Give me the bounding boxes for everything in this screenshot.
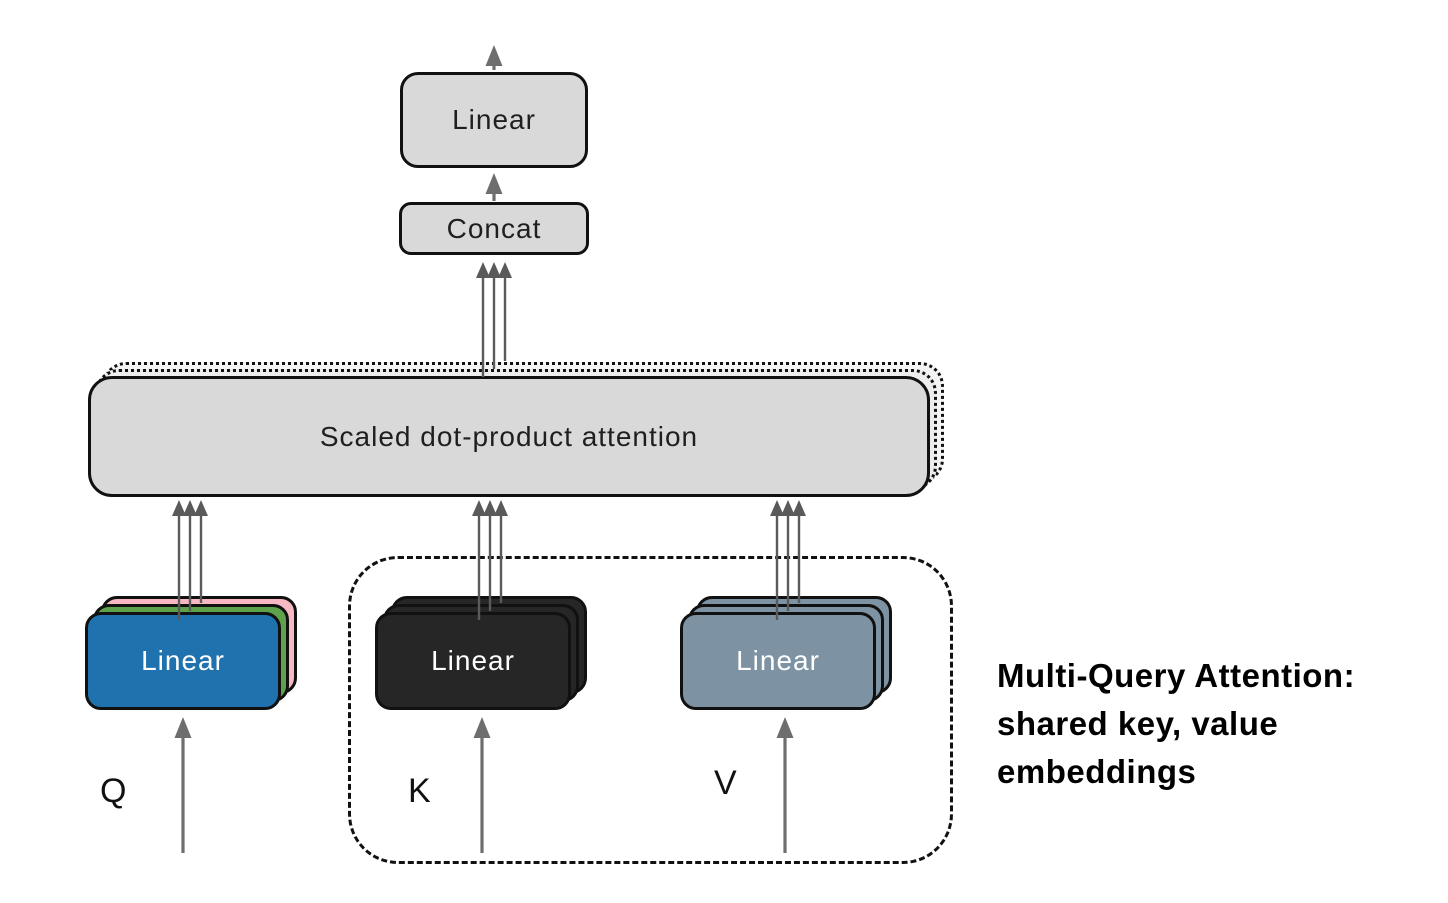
concat-box: Concat — [399, 202, 589, 255]
k-linear-box: Linear — [375, 612, 571, 710]
q-linear-box: Linear — [85, 612, 281, 710]
shared-kv-dashed-group — [348, 556, 953, 864]
k-input-label: K — [408, 772, 431, 810]
annotation-line-3: embeddings — [997, 753, 1197, 790]
v-input-label: V — [714, 764, 737, 802]
annotation-line-1: Multi-Query Attention: — [997, 657, 1356, 694]
output-linear-box: Linear — [400, 72, 588, 168]
attention-box: Scaled dot-product attention — [88, 376, 930, 497]
q-input-label: Q — [100, 772, 127, 810]
annotation-line-2: shared key, value — [997, 705, 1279, 742]
k-linear-label: Linear — [431, 645, 515, 676]
attention-label: Scaled dot-product attention — [319, 420, 699, 452]
concat-label: Concat — [446, 212, 542, 244]
annotation-text: Multi-Query Attention: shared key, value… — [997, 652, 1427, 796]
q-linear-label: Linear — [141, 645, 225, 676]
v-linear-box: Linear — [680, 612, 876, 710]
output-linear-label: Linear — [452, 104, 536, 135]
attention-to-concat-arrows — [476, 262, 512, 377]
v-linear-label: Linear — [736, 645, 820, 676]
